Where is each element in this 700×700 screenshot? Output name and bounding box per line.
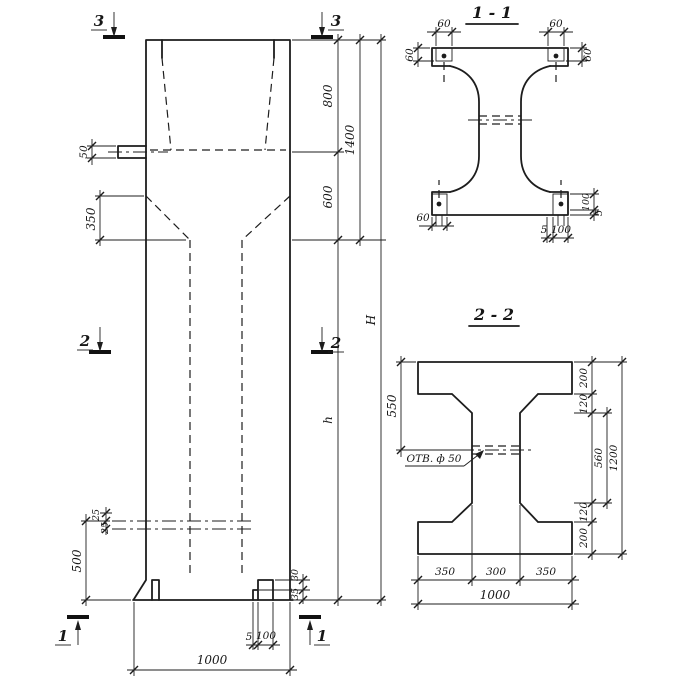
dim-500-label: 500 [70, 549, 84, 572]
dim-25a-label: 25 [91, 509, 102, 522]
section-2-2-title: 2 - 2 [473, 305, 514, 324]
column-axis-lines [108, 151, 252, 530]
dim-5-bottom: 5 [541, 224, 548, 236]
dim-1000-label: 1000 [197, 653, 228, 667]
column-hidden-lines [145, 57, 291, 578]
section-mark-2-right: 2 [330, 334, 341, 352]
hole-diameter-label: ОТВ. ф 50 [407, 453, 462, 465]
section-2-2-outline [417, 361, 573, 555]
section-2-2-hole [460, 445, 532, 455]
dim-60-top-right: 60 [549, 18, 563, 30]
dim-1000-bottom: 1000 [480, 588, 511, 602]
dim-550-left: 550 [385, 394, 399, 417]
section-1-1-view: 1 - 1 [404, 3, 605, 243]
section-mark-1-right: 1 [317, 627, 327, 645]
dim-1200: 1200 [608, 444, 620, 471]
section-1-1-outline [431, 47, 569, 216]
dim-560: 560 [593, 448, 605, 468]
dim-60-bottom-left: 60 [416, 212, 430, 224]
dim-30-label: 30 [290, 569, 301, 581]
section-2-2-extension-lines [396, 361, 627, 610]
dim-120-bottom: 120 [578, 502, 590, 522]
dim-100-bottom: 100 [551, 224, 571, 236]
elevation-dimension-lines [85, 34, 382, 671]
column-outline [117, 39, 294, 601]
dim-350-left: 350 [435, 566, 455, 578]
dim-300: 300 [486, 566, 506, 578]
dim-100-side: 100 [581, 193, 592, 211]
section-1-1-title: 1 - 1 [472, 3, 512, 22]
section-2-2-view: 2 - 2 ОТВ. ф 50 [385, 305, 627, 610]
dim-200-bottom: 200 [578, 528, 590, 549]
hole-callout: ОТВ. ф 50 [405, 450, 484, 467]
dim-600-label: 600 [321, 185, 335, 208]
section-1-1-hole [468, 115, 532, 125]
dim-60-right: 60 [582, 48, 594, 62]
section-mark-3-left: 3 [94, 12, 104, 30]
dim-5-side: 5 [594, 210, 605, 216]
dim-350-label: 350 [84, 207, 98, 230]
section-cut-marks: 3 3 2 2 1 1 [55, 12, 344, 646]
section-mark-3-right: 3 [331, 12, 341, 30]
dim-H-label: H [364, 314, 378, 326]
dim-25b-label: 25 [100, 522, 111, 535]
elevation-dimension-ticks [81, 35, 386, 675]
elevation-view: 50 350 500 25 25 800 600 h 1400 H 30 35 … [55, 12, 386, 676]
dim-60-top-left: 60 [437, 18, 451, 30]
dim-35-label: 35 [290, 588, 301, 600]
section-1-1-extension-lines [413, 27, 599, 243]
embedded-plates [431, 47, 569, 226]
section-mark-1-left: 1 [58, 627, 68, 645]
dim-50-label: 50 [78, 145, 90, 159]
dim-200-top: 200 [578, 368, 590, 389]
dim-100-label: 100 [256, 630, 276, 642]
section-mark-2-left: 2 [79, 332, 90, 350]
dim-1400-label: 1400 [343, 124, 357, 155]
dim-350-right: 350 [536, 566, 556, 578]
dim-800-label: 800 [321, 84, 335, 107]
dim-120-top: 120 [578, 394, 590, 414]
section-2-2-dimension-lines [400, 356, 623, 605]
elevation-extension-lines [81, 39, 386, 676]
dim-h-label: h [321, 416, 335, 424]
dim-60-left: 60 [404, 48, 416, 62]
dim-5-label: 5 [246, 631, 253, 643]
